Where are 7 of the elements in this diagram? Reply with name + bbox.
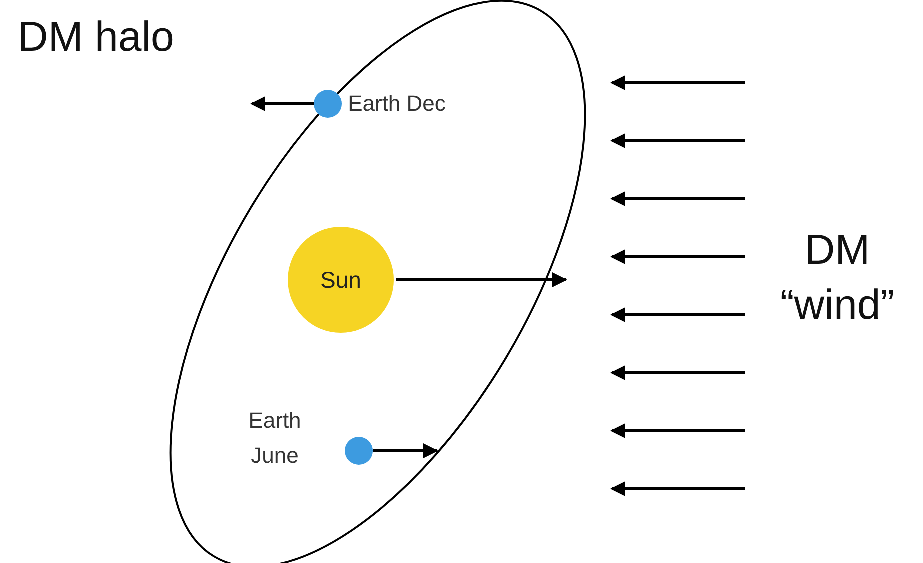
node-label: Sun xyxy=(320,266,362,294)
planet-label: Earth June xyxy=(248,407,302,470)
planet-label: Earth Dec xyxy=(347,90,447,118)
diagram-label: DM “wind” xyxy=(779,225,896,330)
earth-dot xyxy=(314,90,342,118)
earth-dot xyxy=(345,437,373,465)
diagram-label: DM halo xyxy=(18,12,176,62)
